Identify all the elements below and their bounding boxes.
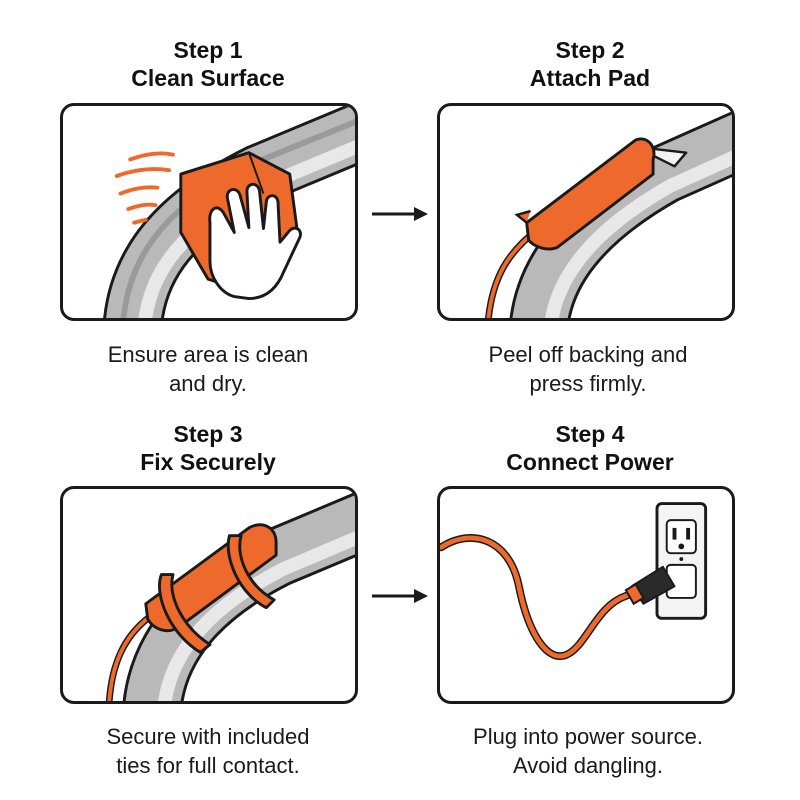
step-4-caption: Plug into power source. Avoid dangling. [473,724,703,778]
step-3-heading: Step 3 Fix Securely [58,420,358,476]
step-1-caption: Ensure area is clean and dry. [107,342,309,396]
step-1-label: Step 1 [173,37,243,63]
step-2-title: Attach Pad [529,65,651,91]
arrow-right-icon [372,589,428,603]
step-2-heading: Step 2 Attach Pad [440,36,740,92]
cable-tie-icon [105,492,355,701]
power-outlet-icon [440,502,708,660]
step-3-title: Fix Securely [140,449,276,475]
hand-wiping-icon [103,106,355,318]
step-3-caption: Secure with included ties for full conta… [106,724,310,778]
heating-pad-icon [485,111,732,318]
step-4-title: Connect Power [506,449,674,475]
step-4-heading: Step 4 Connect Power [440,420,740,476]
step-3-label: Step 3 [173,421,243,447]
step-1-panel [60,103,358,321]
step-1-title: Clean Surface [131,65,285,91]
step-4-panel [437,486,735,704]
step-1-heading: Step 1 Clean Surface [58,36,358,92]
step-2-panel [437,103,735,321]
step-2-label: Step 2 [555,37,625,63]
step-3-panel [60,486,358,704]
step-2-caption: Peel off backing and press firmly. [488,342,688,396]
step-4-label: Step 4 [555,421,625,447]
arrow-right-icon [372,207,428,221]
